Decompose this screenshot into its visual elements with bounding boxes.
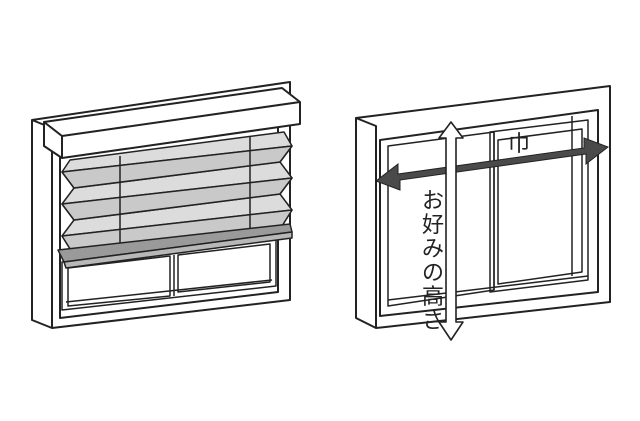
width-label: 巾 (508, 132, 530, 157)
width-arrow-icon (374, 137, 610, 191)
height-label-char: の (422, 261, 444, 286)
height-label-char: さ (422, 309, 444, 334)
right-window-frame-depth (355, 117, 377, 328)
height-label-char: 好 (422, 213, 444, 238)
height-label-char: お (422, 189, 444, 214)
shade-bottom-rail (57, 223, 293, 269)
window-measurement (355, 85, 611, 329)
shade-headbox (43, 87, 301, 159)
height-label: お 好 み の 高 さ (422, 189, 444, 334)
height-label-char: 高 (422, 285, 444, 310)
window-with-pleated-shade (31, 81, 301, 329)
height-label-char: み (422, 237, 444, 262)
right-window-inner-opening (379, 109, 599, 317)
height-arrow-icon (438, 121, 464, 341)
